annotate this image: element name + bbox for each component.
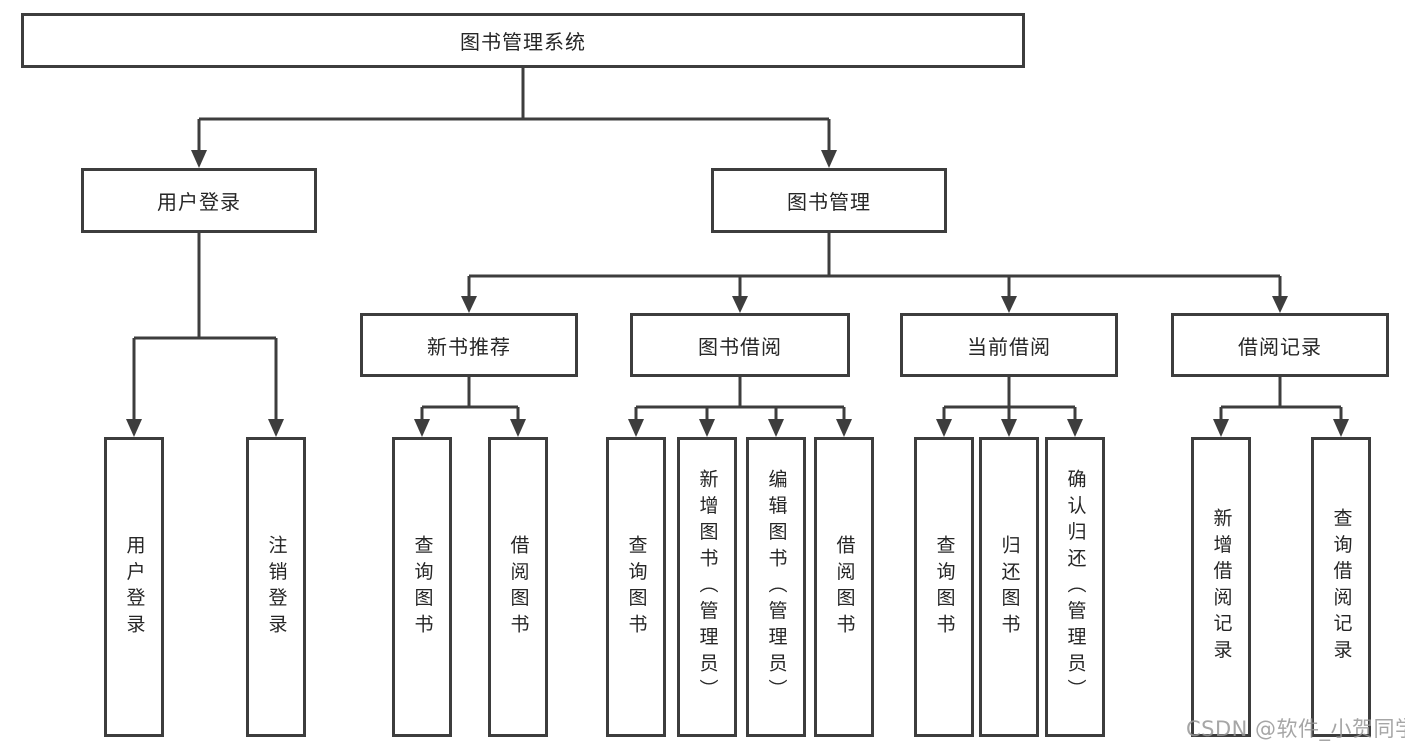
arrowhead [768,419,784,437]
leaf-label: 查询图书 [625,534,648,640]
leaf-add-books-admin: 新增图书（管理员） [677,437,737,737]
csdn-watermark: CSDN @软件_小贺同学 [1186,717,1405,741]
node-book-borrow-label: 图书借阅 [698,334,782,359]
node-borrow-records: 借阅记录 [1171,313,1389,377]
leaf-borrow-books-recommend: 借阅图书 [488,437,548,737]
node-current-borrow-label: 当前借阅 [967,334,1051,359]
leaf-logout: 注销登录 [246,437,306,737]
arrowhead [936,419,952,437]
arrowhead [732,296,748,313]
connector-userlogin-to-leaves [132,233,278,421]
leaf-label: 注销登录 [265,534,288,640]
leaf-label: 新增借阅记录 [1210,508,1233,666]
node-new-book-recommend: 新书推荐 [360,313,578,377]
connector-newbook-to-leaves [420,377,520,421]
leaf-query-books-recommend: 查询图书 [392,437,452,737]
arrowheads [126,150,1349,437]
leaf-confirm-return-admin: 确认归还（管理员） [1045,437,1105,737]
arrowhead [821,150,837,168]
node-root-label: 图书管理系统 [460,30,586,54]
leaf-borrow-books: 借阅图书 [814,437,874,737]
leaf-label: 借阅图书 [507,534,530,640]
arrowhead [1001,296,1017,313]
leaf-label: 查询图书 [933,534,956,640]
leaf-label: 编辑图书（管理员） [765,469,788,705]
leaf-label: 查询借阅记录 [1330,508,1353,666]
leaf-return-books: 归还图书 [979,437,1039,737]
arrowhead [699,419,715,437]
arrowhead [126,419,142,437]
leaf-edit-books-admin: 编辑图书（管理员） [746,437,806,737]
arrowhead [1067,419,1083,437]
arrowhead [1272,296,1288,313]
node-user-login: 用户登录 [81,168,317,233]
leaf-label: 确认归还（管理员） [1064,469,1087,705]
arrowhead [461,296,477,313]
leaf-label: 用户登录 [123,534,146,640]
connector-root-to-level2 [197,68,831,152]
arrowhead [836,419,852,437]
leaf-add-borrow-record: 新增借阅记录 [1191,437,1251,737]
arrowhead [1213,419,1229,437]
leaf-user-login: 用户登录 [104,437,164,737]
leaf-label: 归还图书 [998,534,1021,640]
node-root: 图书管理系统 [21,13,1025,68]
leaf-query-borrow-record: 查询借阅记录 [1311,437,1371,737]
node-borrow-records-label: 借阅记录 [1238,334,1322,359]
node-book-management-label: 图书管理 [787,190,871,214]
leaf-query-books-current: 查询图书 [914,437,974,737]
arrowhead [628,419,644,437]
leaf-label: 借阅图书 [833,534,856,640]
arrowhead [268,419,284,437]
connector-records-to-leaves [1219,377,1343,421]
node-current-borrow: 当前借阅 [900,313,1118,377]
connector-currentborrow-to-leaves [942,377,1077,421]
arrowhead [191,150,207,168]
leaf-query-books-borrow: 查询图书 [606,437,666,737]
node-new-book-recommend-label: 新书推荐 [427,334,511,359]
arrowhead [1333,419,1349,437]
arrowhead [414,419,430,437]
node-user-login-label: 用户登录 [157,190,241,214]
leaf-label: 新增图书（管理员） [696,469,719,705]
node-book-borrow: 图书借阅 [630,313,850,377]
arrowhead [1001,419,1017,437]
leaf-label: 查询图书 [411,534,434,640]
connector-bookborrow-to-leaves [634,377,846,421]
arrowhead [510,419,526,437]
node-book-management: 图书管理 [711,168,947,233]
connector-bookmgmt-to-level3 [467,233,1282,298]
